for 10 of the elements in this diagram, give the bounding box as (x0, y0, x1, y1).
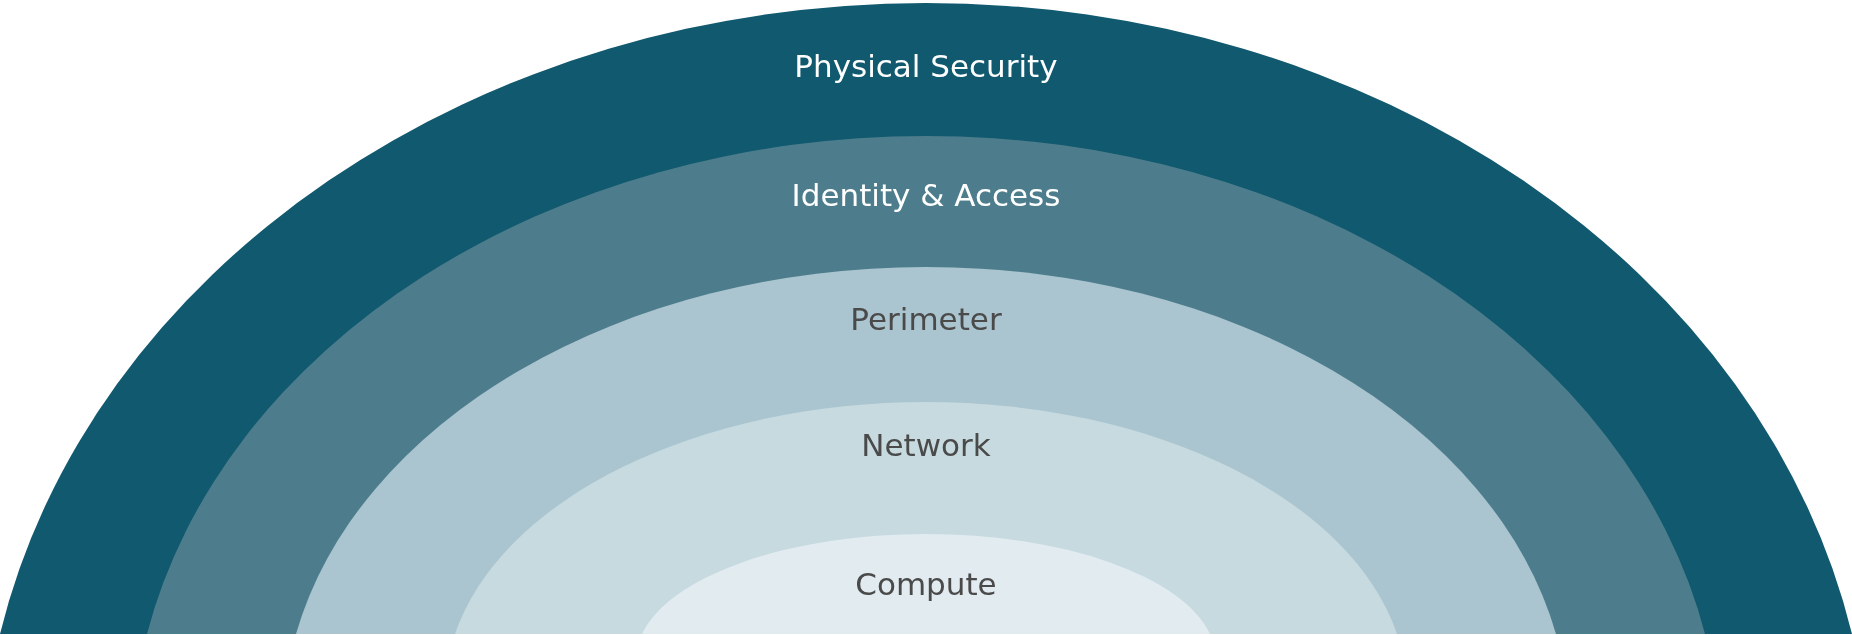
arc-band (147, 136, 1705, 634)
arc-band (455, 402, 1397, 634)
band-label: Compute (855, 566, 997, 604)
band-label: Perimeter (850, 301, 1002, 339)
arc-band (642, 534, 1210, 634)
band-label: Identity & Access (791, 177, 1061, 215)
band-label: Physical Security (794, 48, 1058, 86)
band-label: Network (861, 427, 991, 465)
arc-band (0, 3, 1852, 634)
arc-band (296, 267, 1556, 634)
